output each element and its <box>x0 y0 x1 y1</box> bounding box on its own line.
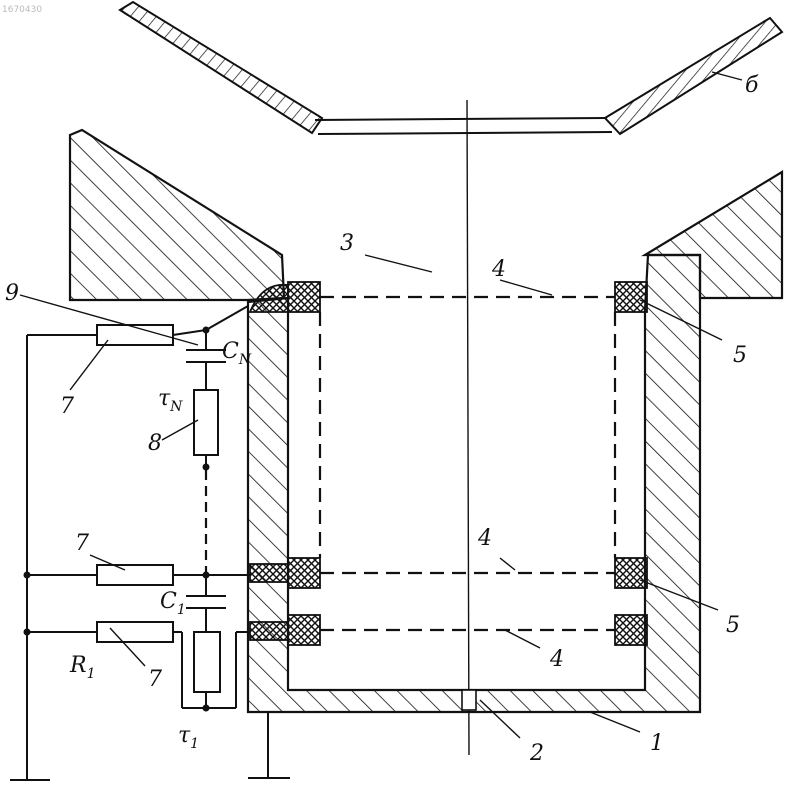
label-4-top: 4 <box>491 257 506 282</box>
label-4-bottom: 4 <box>549 647 564 672</box>
label-7-bottom: 7 <box>148 667 162 692</box>
axis-line <box>467 100 469 755</box>
label-1: 1 <box>650 731 664 756</box>
label-r1: R1 <box>69 653 96 682</box>
label-tau-n: τN <box>158 386 183 415</box>
label-3: 3 <box>340 231 354 256</box>
watermark-text: 1670430 <box>2 5 42 15</box>
label-6: б <box>745 73 759 98</box>
label-7-middle: 7 <box>75 531 89 556</box>
upper-left-block <box>70 130 284 300</box>
label-4-middle: 4 <box>477 526 492 551</box>
label-5-top: 5 <box>733 343 747 368</box>
label-7-top: 7 <box>60 394 74 419</box>
label-2: 2 <box>529 741 544 766</box>
label-8: 8 <box>148 431 162 456</box>
top-plate <box>120 2 782 134</box>
right-electrodes <box>615 282 647 645</box>
label-tau-1: τ1 <box>178 723 199 752</box>
bottom-sensor <box>462 690 476 710</box>
label-9: 9 <box>5 281 19 306</box>
label-c1: C1 <box>160 589 186 618</box>
label-5-bottom: 5 <box>726 613 740 638</box>
